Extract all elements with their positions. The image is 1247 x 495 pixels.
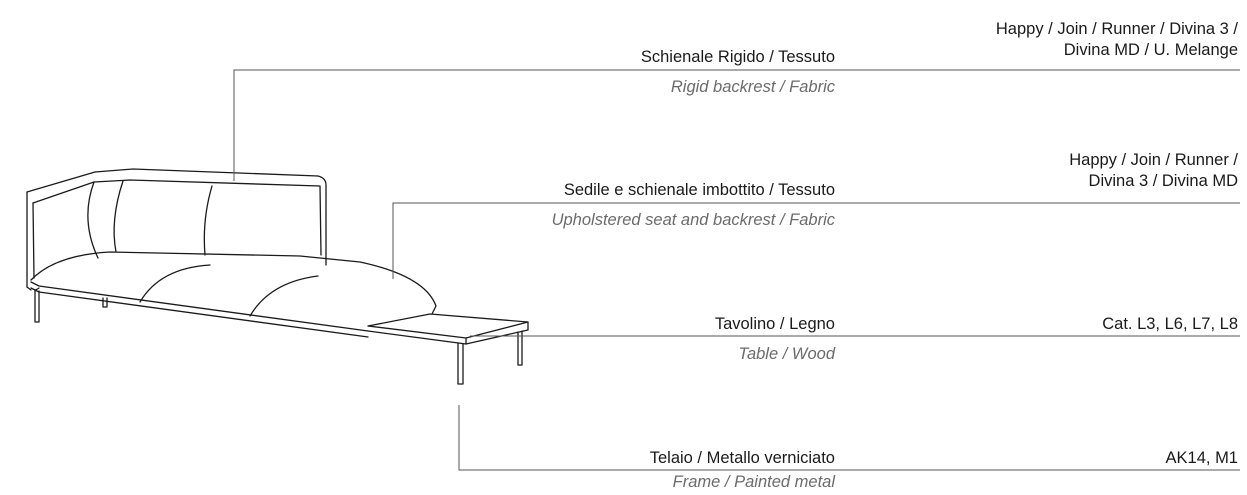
backrest-finish-line-2: Divina MD / U. Melange bbox=[1063, 41, 1238, 59]
leader-line-seat bbox=[392, 202, 1240, 279]
frame-finishes: AK14, M1 bbox=[1166, 448, 1238, 469]
frame-label-en: Frame / Painted metal bbox=[672, 473, 835, 491]
table-label-it: Tavolino / Legno bbox=[714, 315, 835, 333]
seat-finishes: Happy / Join / Runner / Divina 3 / Divin… bbox=[1069, 150, 1238, 192]
sofa-drawing bbox=[26, 168, 529, 385]
leader-line-frame bbox=[458, 405, 1240, 471]
seat-label-en: Upholstered seat and backrest / Fabric bbox=[551, 211, 835, 229]
table-finishes: Cat. L3, L6, L7, L8 bbox=[1102, 314, 1238, 335]
leader-line-backrest bbox=[233, 69, 1240, 181]
backrest-finishes: Happy / Join / Runner / Divina 3 / Divin… bbox=[996, 19, 1238, 61]
backrest-label-en: Rigid backrest / Fabric bbox=[670, 78, 835, 96]
frame-finish-line-1: AK14, M1 bbox=[1165, 449, 1238, 467]
backrest-finish-line-1: Happy / Join / Runner / Divina 3 / bbox=[995, 20, 1238, 38]
backrest-label-it: Schienale Rigido / Tessuto bbox=[640, 48, 835, 66]
table-label-en: Table / Wood bbox=[738, 345, 835, 363]
seat-label-it: Sedile e schienale imbottito / Tessuto bbox=[563, 181, 835, 199]
seat-finish-line-2: Divina 3 / Divina MD bbox=[1088, 172, 1238, 190]
frame-label-it: Telaio / Metallo verniciato bbox=[649, 449, 835, 467]
seat-finish-line-1: Happy / Join / Runner / bbox=[1069, 151, 1238, 169]
table-finish-line-1: Cat. L3, L6, L7, L8 bbox=[1102, 315, 1238, 333]
leader-lines bbox=[233, 69, 1240, 471]
